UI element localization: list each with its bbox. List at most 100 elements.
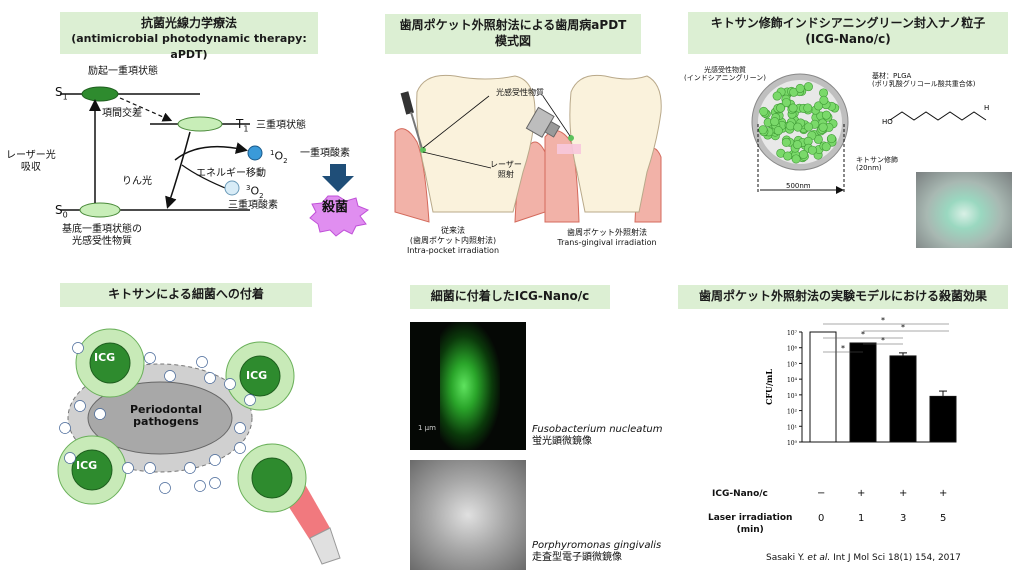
ros-bubble: [234, 442, 246, 454]
s0-molecule: [79, 202, 121, 218]
y-tick-label: 10⁰: [787, 440, 798, 447]
significance-star: *: [881, 336, 885, 345]
base-label: 基材：PLGA(ポリ乳酸グリコール酸共重合体): [872, 72, 976, 88]
ros-bubble: [59, 422, 71, 434]
green-nanoparticle: [759, 106, 769, 116]
singlet-oxygen-dot: [247, 145, 263, 161]
panel4-title: キトサンによる細菌への付着: [108, 287, 264, 301]
row2-v3: 5: [940, 513, 947, 524]
row1-label: ICG-Nano/c: [712, 489, 768, 499]
icg-label-1: ICG: [94, 351, 116, 364]
citation: Sasaki Y. et al. Int J Mol Sci 18(1) 154…: [766, 553, 961, 563]
ros-bubble: [144, 352, 156, 364]
sterilize-burst: [309, 195, 370, 237]
tooth-schematic: [394, 74, 662, 223]
bar: [889, 355, 917, 443]
triplet-oxygen-formula: 3O2: [246, 184, 264, 200]
scale-bar-label: 1 μm: [418, 424, 436, 432]
green-nanoparticle: [819, 95, 829, 105]
significance-star: *: [841, 344, 845, 353]
isc-label: 項間交差: [102, 108, 142, 119]
ros-bubble: [72, 342, 84, 354]
singlet-oxygen-label: 一重項酸素: [300, 148, 350, 159]
green-nanoparticle: [781, 98, 791, 108]
ros-bubble: [244, 394, 256, 406]
panel2-header: 歯周ポケット外照射法による歯周病aPDT 模式図: [385, 14, 641, 54]
green-nanoparticle: [818, 122, 828, 132]
panel3-header: キトサン修飾インドシアニングリーン封入ナノ粒子 (ICG-Nano/c): [688, 12, 1008, 54]
panel3-title: キトサン修飾インドシアニングリーン封入ナノ粒子: [710, 16, 986, 30]
ros-bubble: [122, 462, 134, 474]
green-nanoparticle: [813, 101, 823, 111]
panel5-header: 細菌に付着したICG-Nano/c: [410, 285, 610, 309]
green-nanoparticle: [792, 140, 802, 150]
green-nanoparticle: [773, 126, 783, 136]
energy-transfer-label: エネルギー移動: [196, 168, 266, 179]
green-nanoparticle: [772, 91, 782, 101]
conventional-caption: 従来法(歯周ポケット内照射法)Intra-pocket irradiation: [406, 226, 500, 255]
panel2-subtitle: 模式図: [494, 34, 531, 48]
green-nanoparticle: [821, 110, 831, 120]
icg-core: [239, 355, 281, 397]
s0-label: S0: [55, 203, 68, 220]
green-nanoparticle: [803, 103, 813, 113]
laser-label: レーザー照射: [490, 160, 522, 179]
y-tick-label: 10⁵: [787, 361, 798, 368]
panel5-title: 細菌に付着したICG-Nano/c: [430, 289, 590, 303]
green-nanoparticle: [799, 149, 809, 159]
green-nanoparticle: [795, 83, 805, 93]
ps-label: 光感受性物質(インドシアニングリーン): [684, 66, 766, 82]
y-tick-label: 10³: [787, 393, 798, 400]
panel1-title: 抗菌光線力学療法: [140, 16, 237, 30]
icg-label-2: ICG: [246, 369, 268, 382]
jablonski-diagram: [60, 86, 370, 237]
green-nanoparticle: [807, 145, 817, 155]
significance-star: *: [901, 323, 905, 332]
ros-bubble: [184, 462, 196, 474]
row2-v0: 0: [818, 513, 825, 524]
icg-core: [71, 449, 113, 491]
green-nanoparticle: [758, 125, 768, 135]
ros-bubble: [94, 408, 106, 420]
svg-text:HO: HO: [882, 118, 893, 126]
s1-molecule: [81, 86, 119, 102]
green-nanoparticle: [803, 82, 813, 92]
ros-bubble: [144, 462, 156, 474]
ros-bubble: [194, 480, 206, 492]
icg-core: [89, 342, 131, 384]
ros-bubble: [224, 378, 236, 390]
panel6-header: 歯周ポケット外照射法の実験モデルにおける殺菌効果: [678, 285, 1008, 309]
plga-structure: HO H: [882, 104, 989, 126]
green-nanoparticle: [783, 151, 793, 161]
triplet-oxygen-label: 三重項酸素: [228, 200, 278, 211]
phosphor-label: りん光: [122, 176, 152, 187]
y-tick-label: 10⁴: [787, 377, 798, 384]
singlet-oxygen-formula: 1O2: [270, 149, 288, 165]
significance-star: *: [861, 330, 865, 339]
ros-bubble: [204, 372, 216, 384]
sterilize-label: 殺菌: [322, 200, 349, 215]
panel3-subtitle: (ICG-Nano/c): [805, 32, 891, 46]
y-tick-label: 10¹: [787, 424, 797, 431]
green-nanoparticle: [827, 134, 837, 144]
icg-core: [251, 457, 293, 499]
row2-label: Laser irradiation(min): [708, 513, 793, 535]
row2-v2: 3: [900, 513, 907, 524]
row2-v1: 1: [858, 513, 865, 524]
green-nanoparticle: [785, 121, 795, 131]
bar: [849, 342, 877, 443]
green-nanoparticle: [813, 134, 823, 144]
ros-bubble: [159, 482, 171, 494]
significance-star: *: [881, 316, 885, 325]
photosensitizer-label: 光感受性物質: [496, 88, 544, 97]
row1-v0: −: [817, 488, 826, 499]
fluorescence-image: 1 μm: [410, 322, 526, 450]
y-tick-label: 10²: [787, 409, 798, 416]
chitosan-label: キトサン修飾(20nm): [856, 156, 898, 172]
ros-bubble: [209, 454, 221, 466]
ground-state-label: 基底一重項状態の光感受性物質: [62, 224, 142, 247]
bar: [809, 331, 837, 443]
